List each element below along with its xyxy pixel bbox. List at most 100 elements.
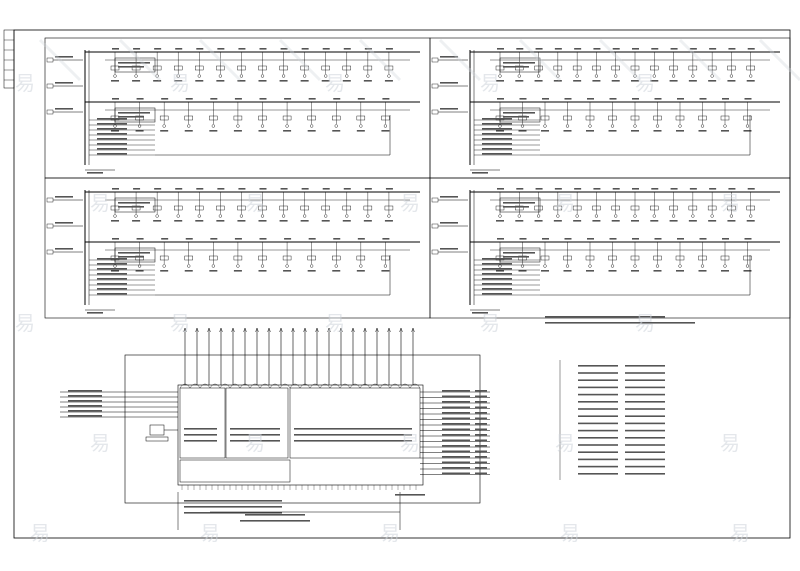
block-mid-right-feeder-label (698, 270, 707, 272)
block-mid-right-breaker (650, 205, 659, 211)
block-top-left-breaker (321, 65, 330, 71)
block-mid-right-feeder-label (688, 220, 697, 222)
block-top-right-breaker (746, 65, 755, 71)
block-top-left-incomer-label (55, 108, 73, 110)
block-mid-left-terminal (218, 214, 222, 218)
block-mid-right-feeder-id (744, 238, 752, 240)
block-top-right-terminal (614, 74, 618, 78)
right-output-label (442, 401, 470, 403)
watermark-glyph: 易 (635, 71, 655, 95)
right-output-id (475, 461, 487, 464)
block-mid-left-feeder-label (111, 220, 119, 222)
block-mid-left-feeder-id (112, 238, 119, 240)
right-output-id (475, 401, 487, 403)
block-mid-left-terminal (366, 214, 370, 218)
top-input-arrow (183, 327, 187, 333)
block-top-right-feeder-label (586, 130, 594, 132)
block-top-left-feeder-id (301, 48, 309, 50)
block-top-right-feeder-id (632, 98, 639, 100)
block-mid-left-terminal (324, 214, 328, 218)
watermark-stroke (438, 38, 482, 82)
block-top-left-feeder-id (210, 98, 218, 100)
block-mid-left-terminal (285, 264, 289, 268)
block-mid-left-subcircuit-label (97, 288, 127, 290)
block-mid-right-feeder-label (631, 220, 639, 222)
block-top-left-feeder-id (322, 48, 330, 50)
legend-row-key (578, 408, 618, 410)
block-top-right-incomer-tag (431, 83, 439, 89)
block-top-left-feeder-id (259, 48, 267, 50)
top-input-arrow (243, 327, 247, 333)
controller-subpanel-text (184, 500, 282, 502)
watermark-glyph: 易 (480, 311, 500, 335)
block-top-right-subcircuit-label (482, 148, 512, 150)
block-top-left-terminal (285, 124, 289, 128)
block-mid-right-breaker (563, 255, 572, 261)
block-mid-right-subcircuit-label (482, 273, 512, 275)
block-top-right-feeder-id (542, 98, 549, 100)
block-top-left-terminal (260, 124, 265, 128)
right-output-id (475, 406, 487, 409)
controller-subpanel (179, 387, 226, 459)
legend-row-key (578, 372, 618, 374)
block-top-right-feeder-label (721, 130, 729, 132)
controller-subpanel (179, 459, 291, 483)
block-mid-left-feeder-id (217, 188, 225, 190)
block-top-left-subcircuit-label (97, 153, 127, 155)
controller-subpanel (289, 387, 421, 459)
block-mid-right-terminal (517, 214, 521, 218)
block-mid-right-feeder-label (496, 220, 504, 222)
block-mid-right-breaker (720, 255, 730, 261)
block-mid-right-terminal (723, 264, 727, 268)
block-top-left-feeder-label (111, 80, 119, 82)
block-mid-left-feeder-label (216, 220, 225, 222)
block-mid-right-terminal (614, 214, 618, 218)
block-top-right-breaker (650, 65, 659, 71)
legend-row-key (578, 422, 618, 425)
block-top-right-feeder-id (677, 98, 684, 100)
block-mid-left-terminal (310, 264, 314, 268)
block-mid-right-incomer-label (440, 222, 458, 224)
block-mid-right-feeder-id (554, 188, 562, 190)
block-mid-right-main-breaker-panel (499, 247, 541, 263)
block-mid-right-feeder-label (586, 270, 594, 272)
block-top-left-feeder-label (332, 130, 341, 132)
block-top-left-subcircuit-label (97, 133, 127, 135)
block-top-left-terminal (383, 124, 388, 128)
block-top-left-feeder-label (233, 130, 242, 132)
block-mid-left-main-breaker-text (118, 252, 150, 254)
watermark-stroke (518, 38, 562, 82)
block-top-left-terminal (345, 74, 349, 78)
right-output-label (442, 456, 470, 458)
block-top-right-feeder-label (631, 80, 639, 82)
top-input-arrow (339, 327, 343, 333)
block-top-right-feeder-id (535, 48, 543, 50)
block-top-right-terminal (520, 124, 525, 128)
bottom-bus-label (240, 520, 310, 522)
block-top-right-main-breaker-text (503, 112, 535, 114)
block-mid-right-terminal (745, 264, 750, 268)
block-mid-right-feeder-label (518, 270, 527, 272)
block-top-left-feeder-id (234, 98, 242, 100)
block-top-left-breaker (195, 65, 204, 71)
block-top-left-terminal (281, 74, 286, 78)
block-top-left-subcircuit-label (97, 128, 127, 130)
block-mid-right-feeder-label (727, 220, 736, 222)
block-top-right-breaker (540, 115, 550, 121)
watermark-glyph: 易 (170, 311, 190, 335)
block-top-right-feeder-id (497, 98, 504, 100)
block-mid-left-terminal (334, 264, 338, 268)
block-top-right-feeder-id (516, 48, 524, 50)
left-input-label (68, 395, 102, 397)
block-top-left-breaker (342, 65, 351, 71)
watermark-glyph: 易 (720, 191, 740, 215)
block-mid-left-feeder-label (307, 270, 316, 272)
block-mid-right-terminal (556, 214, 560, 218)
block-top-right-feeder-label (708, 80, 717, 82)
controller-subpanel-text (230, 434, 280, 436)
block-mid-left-feeder-label (258, 220, 267, 222)
legend-row-key (578, 444, 618, 446)
block-mid-right-subcircuit-label (482, 278, 512, 280)
block-top-left-feeder-label (195, 80, 204, 82)
watermark-stroke (678, 38, 722, 82)
